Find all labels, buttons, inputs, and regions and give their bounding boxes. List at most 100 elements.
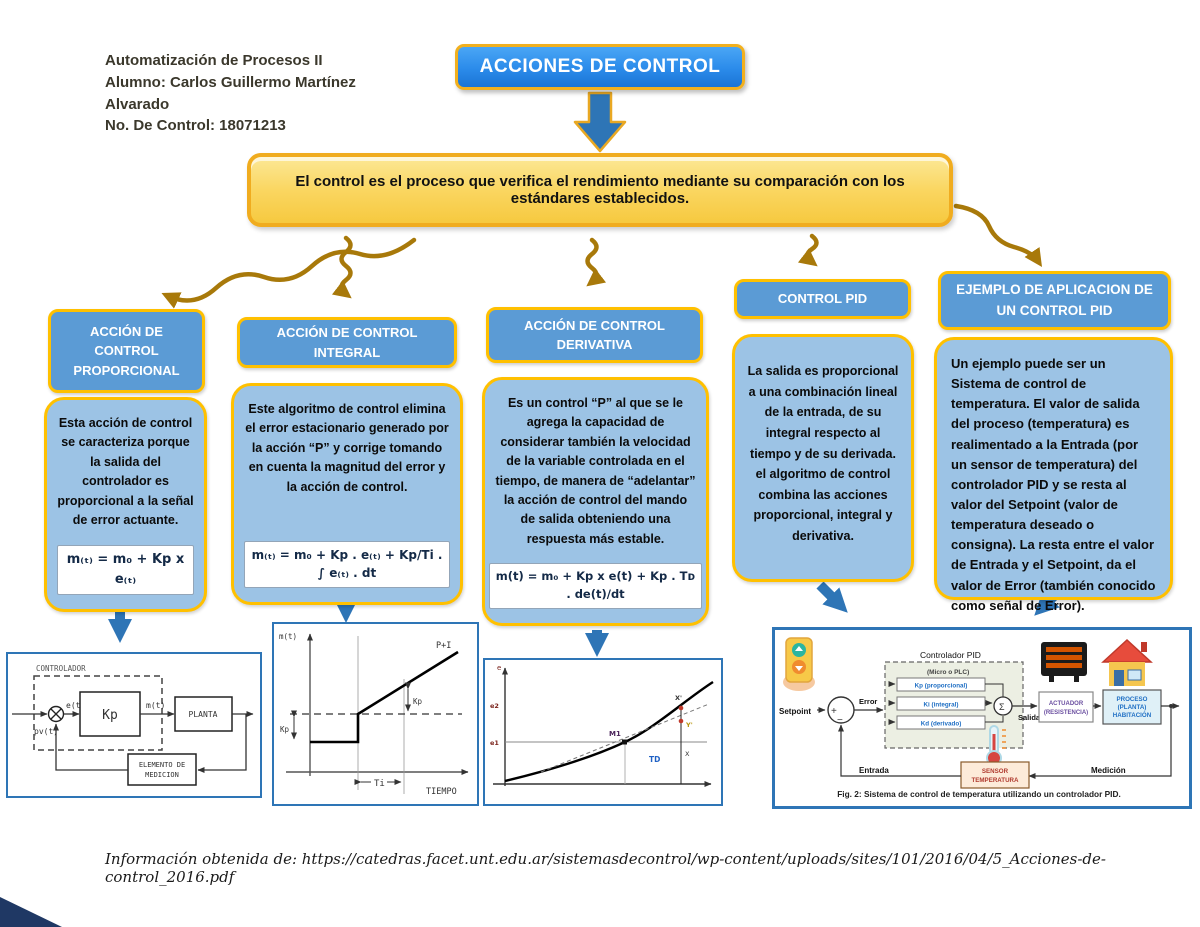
wavy-arrow-derivativa [585, 237, 607, 287]
ti-label: Ti [374, 779, 385, 789]
heater-icon [1041, 642, 1087, 682]
x-axis-label: TIEMPO [426, 787, 457, 797]
y-prime-label: Y' [685, 721, 693, 729]
branch-body-ejemplo: Un ejemplo puede ser un Sistema de contr… [934, 337, 1173, 613]
course-info: Automatización de Procesos II Alumno: Ca… [105, 50, 373, 137]
branch-text-pid: La salida es proporcional a una combinac… [747, 364, 899, 543]
wavy-arrow-pid [797, 233, 819, 267]
entrada-line [840, 726, 961, 777]
actuador-label-2: (RESISTENCIA) [1044, 710, 1088, 716]
y-axis-label: m(t) [279, 632, 297, 641]
branch-body-derivativa: Es un control “P” al que se le agrega la… [482, 377, 709, 626]
proceso-label-2: (PLANTA) [1118, 704, 1147, 711]
fig-caption: Fig. 2: Sistema de control de temperatur… [837, 789, 1121, 799]
kp-label: Kp [102, 708, 118, 723]
wavy-arrow-integral [331, 235, 353, 299]
medicion-label: Medición [1091, 766, 1126, 775]
setpoint-label: Setpoint [779, 707, 811, 716]
m-signal-label: m(t) [146, 701, 165, 710]
source-citation: Información obtenida de: https://catedra… [105, 850, 1106, 886]
sigma-label: Σ [999, 702, 1005, 712]
pi-curve-label: P+I [436, 641, 451, 651]
kd-out-line [985, 716, 1004, 723]
kd-term-label: Kd (derivado) [921, 721, 962, 728]
ki-term-label: Ki (integral) [924, 702, 959, 709]
branch-text-derivativa: Es un control “P” al que se le agrega la… [495, 396, 696, 546]
diagram-derivativa: e e2 e1 M1 X' Y' X TD [483, 658, 723, 806]
branch-header-integral: ACCIÓN DE CONTROL INTEGRAL [237, 317, 457, 368]
branch-text-ejemplo: Un ejemplo puede ser un Sistema de contr… [951, 356, 1156, 613]
controller-dashed-box [33, 675, 163, 751]
y-prime-point [678, 718, 684, 724]
controller-title: Controlador PID [920, 650, 981, 660]
e1-tick: e1 [490, 739, 499, 747]
sum-minus: − [837, 715, 843, 726]
branch-body-pid: La salida es proporcional a una combinac… [732, 334, 914, 582]
block-diagram-proporcional: CONTROLADOR e(t) Kp m(t) PLANTA ELEMENTO… [12, 664, 254, 786]
tangent-line [540, 703, 710, 773]
error-label: Error [859, 697, 877, 706]
td-label: TD [649, 755, 660, 764]
remote-control-icon [783, 637, 815, 691]
x-label: X [685, 750, 690, 758]
branch-body-integral: Este algoritmo de control elimina el err… [231, 383, 463, 605]
elemento-medicion-block [127, 753, 197, 786]
main-title: ACCIONES DE CONTROL [455, 44, 745, 90]
house-icon [1101, 638, 1153, 686]
student-name: Alumno: Carlos Guillermo Martínez Alvara… [105, 73, 356, 113]
sensor-label-2: TEMPERATURA [972, 777, 1020, 784]
sensor-box [960, 761, 1030, 789]
course-name: Automatización de Procesos II [105, 52, 323, 69]
medicion-label-2: MEDICION [145, 771, 179, 779]
branch-header-ejemplo: EJEMPLO DE APLICACION DE UN CONTROL PID [938, 271, 1171, 330]
kp-right-label: Kp [413, 697, 423, 706]
definition-box: El control es el proceso que verifica el… [247, 153, 953, 227]
sensor-label-1: SENSOR [982, 768, 1009, 775]
control-number: No. De Control: 18071213 [105, 117, 286, 135]
branch-text-proporcional: Esta acción de control se caracteriza po… [57, 416, 194, 527]
error-signal-label: e(t) [66, 701, 85, 710]
feedback-line [1029, 706, 1172, 777]
pid-system-diagram: Setpoint + − Error Controlador PID (Micr… [779, 637, 1180, 799]
axis-letter: e [497, 664, 501, 672]
diagram-proporcional: CONTROLADOR e(t) Kp m(t) PLANTA ELEMENTO… [6, 652, 262, 798]
kp-out-line [985, 683, 1004, 697]
salida-label: Salida [1018, 713, 1041, 722]
diagram-pid-sistema: Setpoint + − Error Controlador PID (Micr… [772, 627, 1192, 809]
planta-label: PLANTA [189, 710, 218, 719]
feedback-line-right [198, 714, 247, 771]
blue-arrow-4 [816, 581, 848, 613]
pv-signal-label: pv(t) [34, 727, 58, 736]
wavy-arrow-ejemplo [953, 203, 1042, 267]
formula-derivativa: m(t) = m₀ + Kp x e(t) + Kp . Tᴅ . de(t)/… [489, 563, 702, 609]
pi-graph: m(t) P+I Kp Kp Ti TIEMPO [279, 632, 469, 797]
branch-text-integral: Este algoritmo de control elimina el err… [245, 402, 449, 494]
title-down-arrow [573, 91, 627, 153]
pi-response-curve [310, 650, 459, 744]
kp-block [79, 691, 141, 737]
planta-block [174, 696, 233, 732]
m1-point [622, 739, 627, 745]
kp-term-label: Kp (proporcional) [915, 683, 968, 690]
proceso-label-1: PROCESO [1117, 696, 1148, 703]
entrada-label: Entrada [859, 766, 889, 775]
junction-x2 [50, 708, 62, 720]
e2-tick: e2 [490, 702, 499, 710]
formula-integral: m₍ₜ₎ = m₀ + Kp . e₍ₜ₎ + Kp/Ti . ∫ e₍ₜ₎ .… [244, 540, 450, 588]
x-prime-label: X' [675, 694, 682, 702]
branch-header-proporcional: ACCIÓN DE CONTROL PROPORCIONAL [48, 309, 205, 393]
proceso-label-3: HABITACIÓN [1113, 711, 1152, 719]
branch-header-derivativa: ACCIÓN DE CONTROL DERIVATIVA [486, 307, 703, 363]
controller-subtitle: (Micro o PLC) [927, 669, 969, 676]
formula-proporcional: m₍ₜ₎ = m₀ + Kp x e₍ₜ₎ [57, 544, 194, 595]
m1-label: M1 [609, 730, 621, 738]
actuador-label-1: ACTUADOR [1049, 701, 1084, 707]
diagram-integral: m(t) P+I Kp Kp Ti TIEMPO [272, 622, 479, 806]
proceso-box [1102, 689, 1162, 725]
feedback-line-left [55, 726, 128, 771]
derivative-graph: e e2 e1 M1 X' Y' X TD [490, 664, 714, 787]
actuador-box [1038, 691, 1094, 723]
x-prime-point [678, 705, 684, 711]
medicion-label-1: ELEMENTO DE [139, 761, 185, 769]
